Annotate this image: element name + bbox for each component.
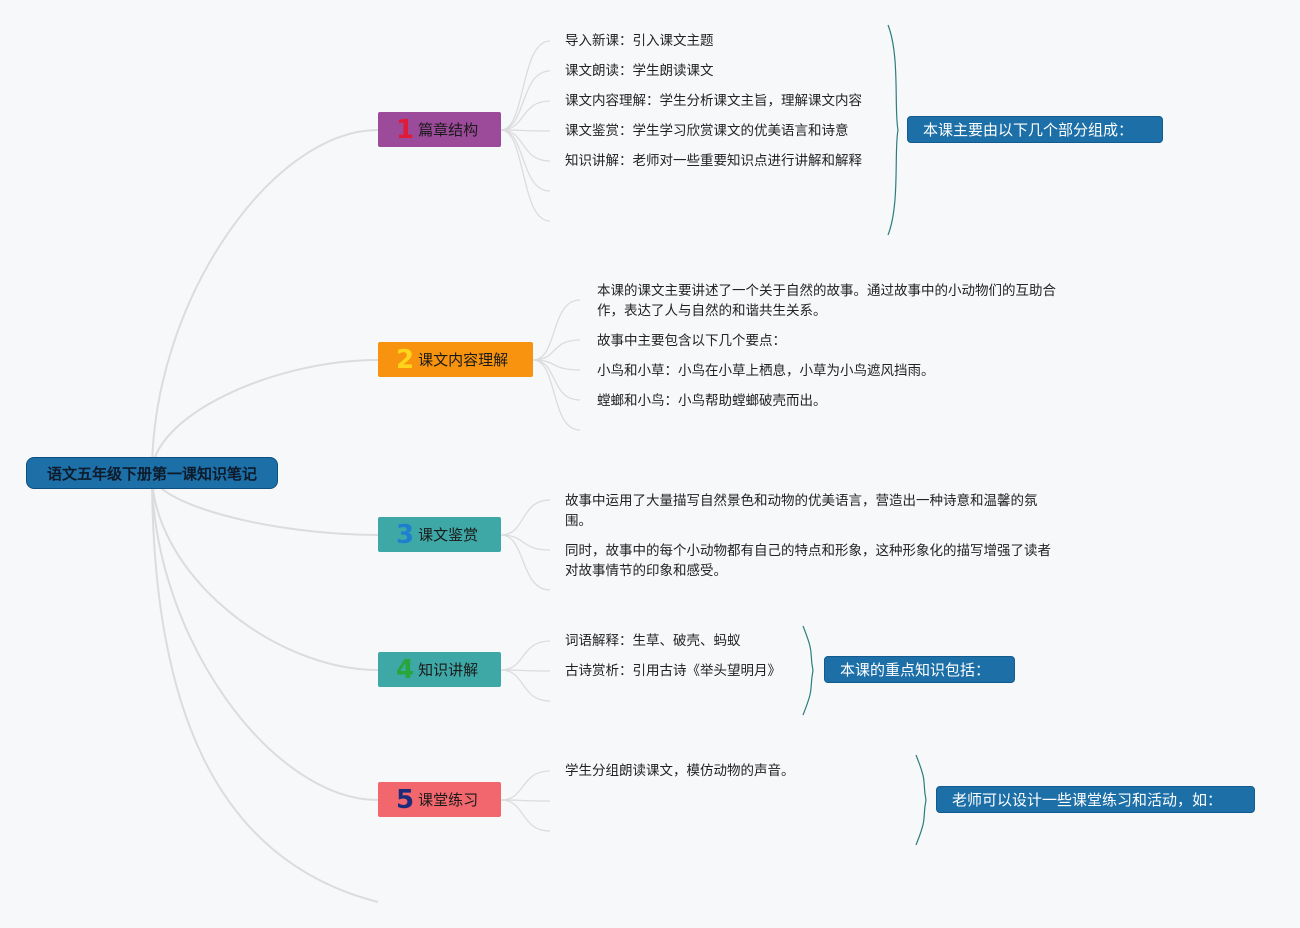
brace-topic-5 [915, 754, 927, 846]
root-tail-line [151, 472, 379, 903]
topic-label: 篇章结构 [418, 121, 479, 139]
topic-to-leaf-line [500, 770, 551, 801]
brace-topic-4 [802, 625, 814, 716]
topic-3-appreciation[interactable]: 3 课文鉴赏 [378, 517, 501, 552]
topic-to-leaf-line [532, 359, 581, 401]
topic-5-practice[interactable]: 5 课堂练习 [378, 782, 501, 817]
root-to-topic-line [151, 472, 379, 671]
topic-label: 课堂练习 [418, 791, 479, 809]
summary-node-1[interactable]: 本课主要由以下几个部分组成： [907, 116, 1163, 143]
leaf-bird-grass[interactable]: 小鸟和小草：小鸟在小草上栖息，小草为小鸟遮风挡雨。 [597, 363, 935, 379]
topic-to-leaf-line [500, 129, 551, 222]
leaf-vocabulary[interactable]: 词语解释：生草、破壳、蚂蚁 [565, 633, 741, 649]
leaf-poem[interactable]: 古诗赏析：引用古诗《举头望明月》 [565, 663, 781, 679]
topic-4-knowledge[interactable]: 4 知识讲解 [378, 652, 501, 687]
leaf-intro[interactable]: 导入新课：引入课文主题 [565, 33, 714, 49]
topic-label: 课文内容理解 [418, 351, 509, 369]
root-to-topic-line [151, 359, 379, 474]
topic-to-leaf-line [500, 640, 551, 671]
topic-to-leaf-line [500, 40, 551, 131]
root-to-topic-line [151, 472, 379, 801]
topic-to-leaf-line [500, 534, 551, 591]
leaf-group-reading[interactable]: 学生分组朗读课文，模仿动物的声音。 [565, 763, 795, 779]
topic-2-content[interactable]: 2 课文内容理解 [378, 342, 533, 377]
leaf-appreciation[interactable]: 课文鉴赏：学生学习欣赏课文的优美语言和诗意 [565, 123, 849, 139]
leaf-mantis-bird[interactable]: 螳螂和小鸟：小鸟帮助螳螂破壳而出。 [597, 393, 827, 409]
topic-number-badge: 3 [396, 519, 415, 550]
leaf-story-summary[interactable]: 本课的课文主要讲述了一个关于自然的故事。通过故事中的小动物们的互助合作，表达了人… [597, 283, 1056, 319]
leaf-knowledge[interactable]: 知识讲解：老师对一些重要知识点进行讲解和解释 [565, 153, 862, 169]
topic-number-badge: 2 [396, 344, 415, 375]
topic-label: 知识讲解 [418, 661, 479, 679]
topic-number-badge: 5 [396, 784, 415, 815]
leaf-understanding[interactable]: 课文内容理解：学生分析课文主旨，理解课文内容 [565, 93, 862, 109]
topic-to-leaf-line [500, 799, 551, 832]
root-node[interactable]: 语文五年级下册第一课知识笔记 [26, 457, 278, 489]
topic-to-leaf-line [500, 669, 551, 702]
summary-node-5[interactable]: 老师可以设计一些课堂练习和活动，如： [936, 786, 1255, 813]
topic-to-leaf-line [500, 100, 551, 131]
topic-number-badge: 1 [396, 114, 415, 145]
topic-to-leaf-line [500, 129, 551, 162]
topic-number-badge: 4 [396, 654, 415, 685]
leaf-key-points[interactable]: 故事中主要包含以下几个要点： [597, 333, 786, 349]
leaf-language[interactable]: 故事中运用了大量描写自然景色和动物的优美语言，营造出一种诗意和温馨的氛围。 [565, 493, 1038, 529]
topic-to-leaf-line [500, 70, 551, 131]
topic-to-leaf-line [532, 299, 581, 361]
topic-1-structure[interactable]: 1 篇章结构 [378, 112, 501, 147]
topic-to-leaf-line [532, 359, 581, 431]
brace-topic-1 [887, 24, 899, 236]
topic-to-leaf-line [500, 534, 551, 551]
root-to-topic-line [151, 129, 379, 474]
leaf-imagery[interactable]: 同时，故事中的每个小动物都有自己的特点和形象，这种形象化的描写增强了读者对故事情… [565, 543, 1051, 579]
topic-label: 课文鉴赏 [418, 526, 479, 544]
topic-to-leaf-line [500, 499, 551, 536]
leaf-reading[interactable]: 课文朗读：学生朗读课文 [565, 63, 714, 79]
summary-node-4[interactable]: 本课的重点知识包括： [824, 656, 1015, 683]
topic-to-leaf-line [532, 339, 581, 361]
